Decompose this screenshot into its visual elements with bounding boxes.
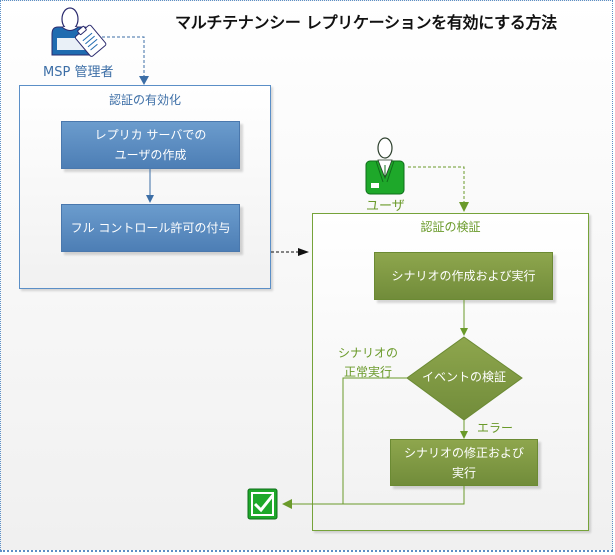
user-icon [365, 137, 405, 195]
admin-with-clipboard-icon [51, 7, 107, 57]
connector-success-path [342, 377, 407, 504]
enable-auth-group: 認証の有効化 [19, 85, 271, 289]
arrowhead-user [459, 202, 469, 212]
connector-user-to-verify [408, 166, 465, 205]
enable-auth-group-title: 認証の有効化 [108, 93, 181, 107]
step-fix-run-scenario-label: シナリオの修正および 実行 [403, 445, 524, 480]
step-create-run-scenario[interactable]: シナリオの作成および実行 [374, 252, 553, 300]
checkbox-complete-icon [247, 488, 278, 520]
step-create-user[interactable]: レプリカ サーバでの ユーザの作成 [61, 121, 240, 169]
arrowhead-admin [139, 76, 149, 85]
decision-validate-event-label: イベントの検証 [421, 370, 506, 384]
user-label: ユーザ [366, 199, 405, 214]
connector-admin-to-enable [102, 36, 145, 80]
diagram-title: マルチテナンシー レプリケーションを有効にする方法 [175, 13, 557, 32]
step-create-user-label: レプリカ サーバでの ユーザの作成 [94, 128, 207, 162]
step-grant-full-control[interactable]: フル コントロール許可の付与 [61, 204, 240, 252]
step-create-run-scenario-label: シナリオの作成および実行 [391, 269, 536, 283]
arrowhead-end [282, 499, 292, 509]
verify-auth-group-title: 認証の検証 [420, 220, 481, 234]
step-grant-full-control-label: フル コントロール許可の付与 [70, 221, 231, 235]
connector-fix-to-end [290, 486, 465, 505]
arrowhead-step2 [146, 195, 154, 203]
msp-admin-label: MSP 管理者 [43, 65, 114, 80]
edge-label-error: エラー [477, 421, 514, 435]
arrowhead-verify [298, 248, 309, 256]
step-fix-run-scenario[interactable]: シナリオの修正および 実行 [390, 439, 538, 486]
edge-label-success: シナリオの 正常実行 [338, 346, 399, 379]
arrowhead-fix [460, 431, 468, 439]
arrowhead-decision [460, 328, 468, 336]
